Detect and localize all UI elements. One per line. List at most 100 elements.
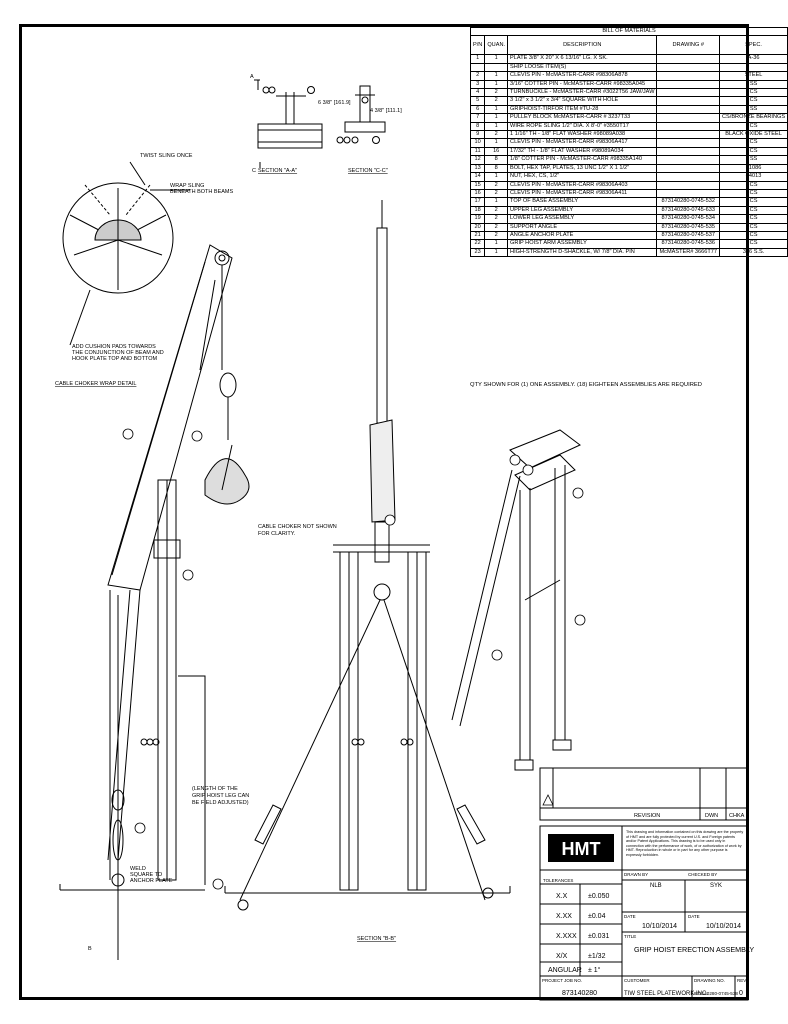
bom-cell: CLEVIS PIN - McMASTER-CARR #98306A878 [507, 71, 658, 81]
drawing-border [19, 24, 749, 1000]
bom-cell: PULLEY BLOCK McMASTER-CARR # 3237T33 [507, 113, 658, 123]
bom-cell: 8 [469, 121, 486, 132]
bom-cell: SS [718, 155, 788, 165]
bom-cell: CS [718, 121, 788, 132]
bom-cell: GRIPHOIST-TIRFOR ITEM #TU-28 [507, 104, 658, 115]
bom-cell: CS [718, 88, 788, 98]
bom-cell: 3 [469, 79, 486, 90]
section-bb-elevation [224, 200, 511, 911]
bom-cell: 3 1/2" x 3 1/2" x 3/4" SQUARE WITH HOLE [507, 96, 658, 106]
label-weld2: SQUARE TO [130, 872, 163, 878]
tb-rev: 0 [739, 990, 743, 997]
bom-cell: CS [718, 197, 788, 207]
bom-cell: 14 [469, 172, 486, 182]
bom-cell: WIRE ROPE SLING 1/2" DIA. X 8'-0" #3550T… [507, 121, 658, 132]
tb-drawing: 873140280-0745-538 [694, 991, 738, 996]
bom-cell: 20 [469, 222, 486, 232]
label-cushion2: THE CONJUNCTION OF BEAM AND [72, 350, 164, 356]
bom-cell: HIGH-STRENGTH D-SHACKLE, W/ 7/8" DIA. PI… [507, 247, 658, 258]
bom-cell: 18 [469, 205, 486, 216]
label-weld1: WELD [130, 866, 146, 872]
tolerance-label: X.XXX [556, 933, 577, 940]
tb-title: GRIP HOIST ERECTION ASSEMBLY [634, 945, 754, 954]
tb-date-label-1: DATE [624, 914, 636, 919]
label-twist: TWIST SLING ONCE [140, 153, 193, 159]
title-block-frame [539, 767, 749, 1001]
bom-cell: CLEVIS PIN - McMASTER-CARR #98306A411 [507, 188, 658, 199]
bom-cell: 44013 [718, 172, 788, 182]
bom-cell: 17/32" TH - 1/8" FLAT WASHER #98089A034 [507, 146, 658, 157]
bom-cell: PLATE 3/8" X 20" X 6 13/16" LG. X SK. [507, 54, 658, 64]
part-balloons [122, 428, 586, 890]
bom-cell: 3/16" COTTER PIN - McMASTER-CARR #98335A… [507, 79, 658, 90]
bom-cell: 5 [469, 96, 486, 106]
label-section-letter-b: B [88, 946, 92, 952]
tb-rev-label: REV. [737, 978, 747, 983]
bom-cell: 1/8" COTTER PIN - McMASTER-CARR #98335A1… [507, 155, 658, 165]
bom-cell: 316 S.S. [718, 247, 788, 258]
tb-date-1: 10/10/2014 [642, 923, 677, 930]
tolerance-value: ±0.050 [588, 893, 609, 900]
bom-cell: 13 [469, 163, 486, 174]
bom-cell: 16 [469, 188, 486, 199]
tolerance-label: X/X [556, 953, 568, 960]
bom-cell: 15 [469, 180, 486, 190]
bom-cell: 2 [469, 71, 486, 81]
tb-date-label-2: DATE [688, 914, 700, 919]
label-len1: (LENGTH OF THE [192, 786, 238, 792]
hoist-arm-side-view [59, 244, 250, 960]
label-section-aa: SECTION "A-A" [258, 168, 297, 174]
bom-cell: 6 [469, 104, 486, 115]
bom-cell: 31086 [718, 163, 788, 174]
tb-customer-label: CUSTOMER [624, 978, 650, 983]
bom-cell: CS [718, 230, 788, 241]
label-section-letter-a: A [250, 74, 254, 80]
bom-cell: 4 [469, 88, 486, 98]
bom-cell: CS [718, 146, 788, 157]
tolerance-label: ANGULAR [548, 967, 582, 974]
label-wrap1: WRAP SLING [170, 183, 204, 189]
bom-cell: 1 1/16" TH - 1/8" FLAT WASHER #98089A038 [507, 130, 658, 140]
bom-cell: CS [718, 214, 788, 224]
bom-cell: 11 [469, 146, 486, 157]
tb-revision: REVISION [634, 813, 660, 819]
bom-title: BILL OF MATERIALS [469, 26, 788, 37]
label-choker2: FOR CLARITY. [258, 531, 296, 537]
bom-cell: CS [718, 205, 788, 216]
bom-cell: 7 [469, 113, 486, 123]
label-len2: GRIP HOIST LEG CAN [192, 793, 249, 799]
label-cushion1: ADD CUSHION PADS TOWARDS [72, 344, 156, 350]
bom-cell: 10 [469, 138, 486, 148]
bom-cell: 9 [469, 130, 486, 140]
tb-dwn: DWN [705, 813, 718, 819]
tolerance-value: ±0.031 [588, 933, 609, 940]
label-weld3: ANCHOR PLATE [130, 878, 173, 884]
bom-cell: 21 [469, 230, 486, 241]
isometric-frame-view [451, 429, 581, 771]
label-section-cc: SECTION "C-C" [348, 168, 388, 174]
tb-tolerances: TOLERANCES [543, 878, 573, 883]
tolerance-value: ±0.04 [588, 913, 606, 920]
bom-cell: CS [718, 180, 788, 190]
bom-cell: CS [718, 96, 788, 106]
tb-checked-by: SYK [710, 883, 722, 889]
label-dim-a: 6 3/8" [161.9] [318, 100, 351, 106]
label-wrap2: BENEATH BOTH BEAMS [170, 189, 233, 195]
tolerance-value: ± 1° [588, 966, 601, 974]
bom-cell: CS/BRONZE BEARINGS [718, 113, 788, 123]
bom-cell: 22 [469, 239, 486, 249]
bom-cell: A-36 [718, 54, 788, 64]
section-aa-view [254, 79, 323, 168]
bom-cell: BOLT, HEX TAP, PLATES, 13 UNC 1/2" X 1 1… [507, 163, 658, 174]
bom-cell: 17 [469, 197, 486, 207]
